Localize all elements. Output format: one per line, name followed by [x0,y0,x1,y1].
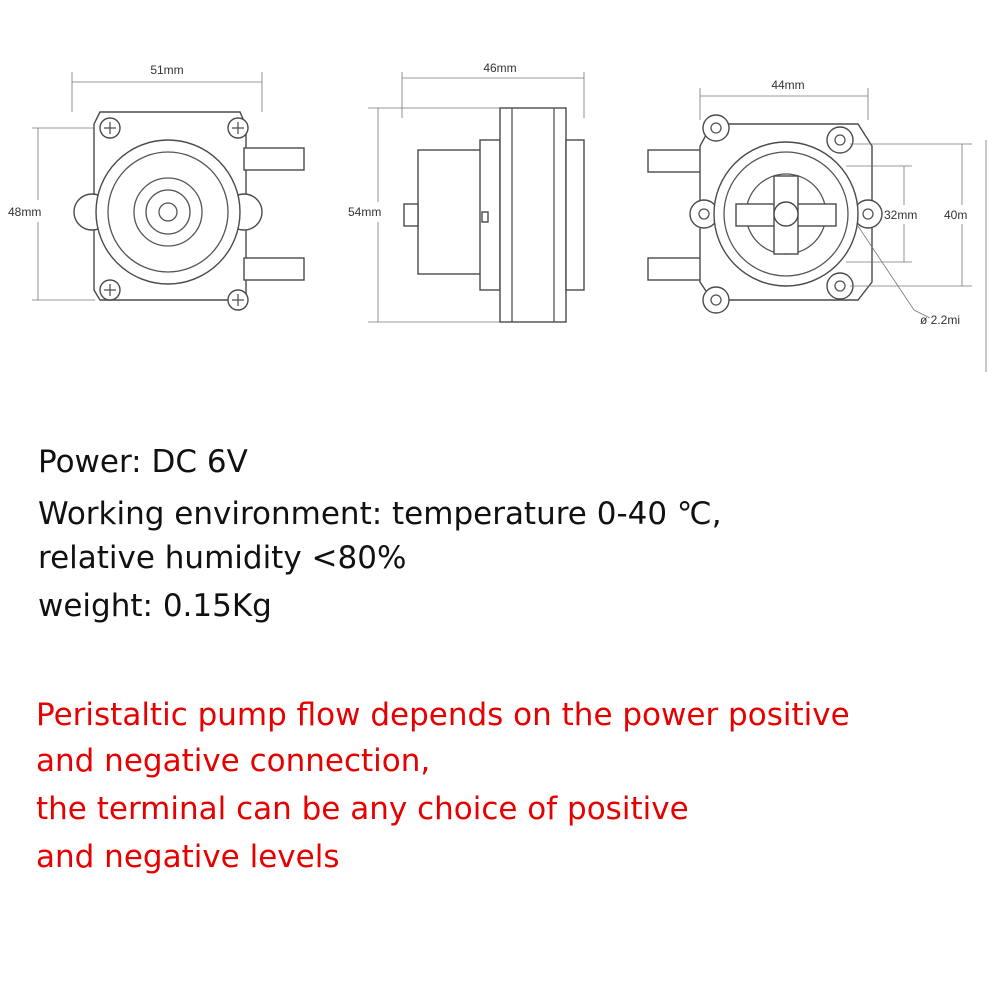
front-view: 51mm 48mm [8,63,305,311]
note-line-4: and negative levels [36,839,340,875]
spec-working-environment: Working environment: temperature 0-40 ℃, [38,496,722,532]
spec-humidity: relative humidity <80% [38,540,407,576]
spec-power: Power: DC 6V [38,444,248,480]
back-outer-label: 40m [944,208,967,222]
side-height-label: 54mm [348,205,381,219]
side-view: 46mm 54mm [348,61,585,323]
dimension-drawings: 51mm 48mm [8,61,987,372]
side-width-label: 46mm [483,61,516,75]
back-inner-label: 32mm [884,208,917,222]
note-line-1: Peristaltic pump flow depends on the pow… [36,697,850,733]
spec-weight: weight: 0.15Kg [38,588,272,624]
note-line-2: and negative connection, [36,743,431,779]
front-width-label: 51mm [150,63,183,77]
back-view: 44mm 32mm 40m ø 2.2mi [647,78,987,372]
note-line-3: the terminal can be any choice of positi… [36,791,689,827]
front-height-label: 48mm [8,205,41,219]
back-width-label: 44mm [771,78,804,92]
hole-diameter-label: ø 2.2mi [920,313,960,327]
